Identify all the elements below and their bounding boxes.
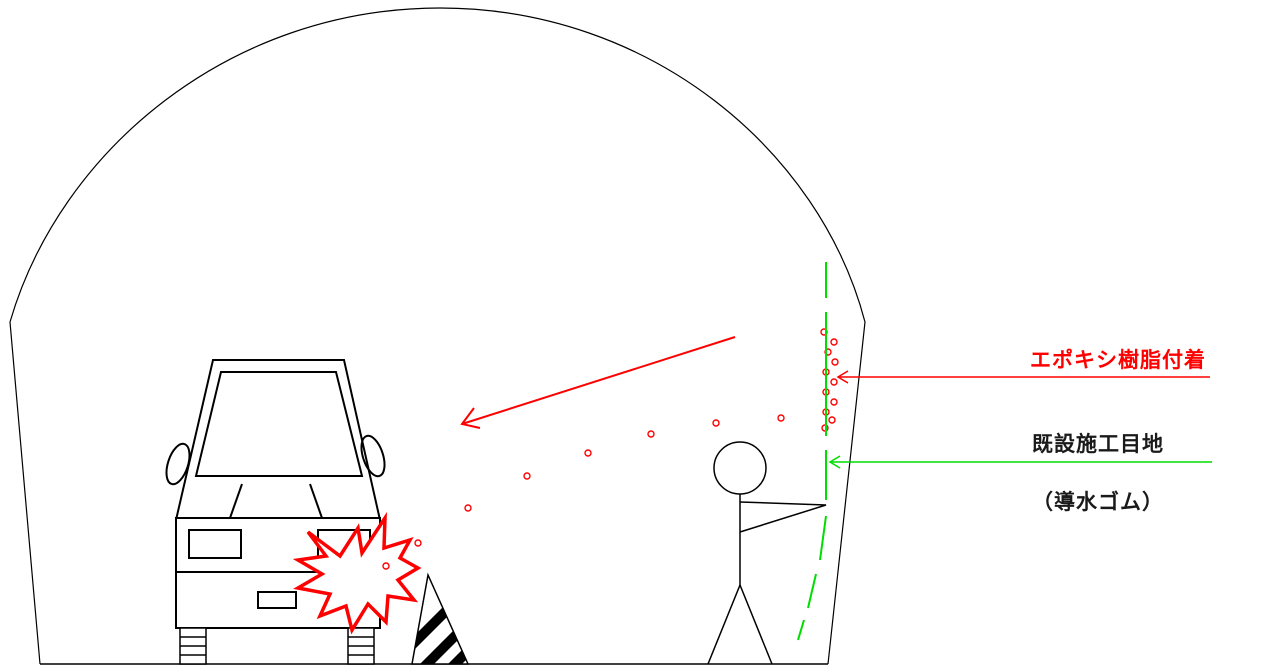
tunnel-outline: [9, 7, 866, 665]
traffic-cone-icon: [411, 572, 470, 665]
car-cabin: [175, 359, 381, 521]
car-tire-right: [347, 627, 375, 665]
existing-joint-line: [797, 262, 827, 641]
car-hood-line-left: [229, 483, 243, 519]
joint-leader: [828, 455, 1212, 469]
car-windshield: [194, 371, 364, 477]
epoxy-label: エポキシ樹脂付着: [1030, 348, 1206, 372]
worker-head: [713, 441, 767, 495]
worker-figure: [707, 441, 827, 665]
car-mirror-right: [360, 434, 386, 478]
car-headlight-left: [188, 529, 242, 559]
car-tire-left: [179, 627, 207, 665]
resin-droplets: [382, 414, 785, 570]
joint-label: 既設施工目地: [1032, 432, 1164, 456]
epoxy-deposits: [820, 328, 839, 432]
car-mirror-left: [165, 442, 191, 486]
impact-burst-icon: [292, 511, 422, 635]
epoxy-leader: [836, 370, 1210, 384]
rubber-label: （導水ゴム）: [1032, 490, 1164, 514]
car-hood-line-right: [309, 483, 323, 519]
spray-direction-arrow: [460, 336, 736, 429]
car-license-plate: [257, 591, 297, 609]
